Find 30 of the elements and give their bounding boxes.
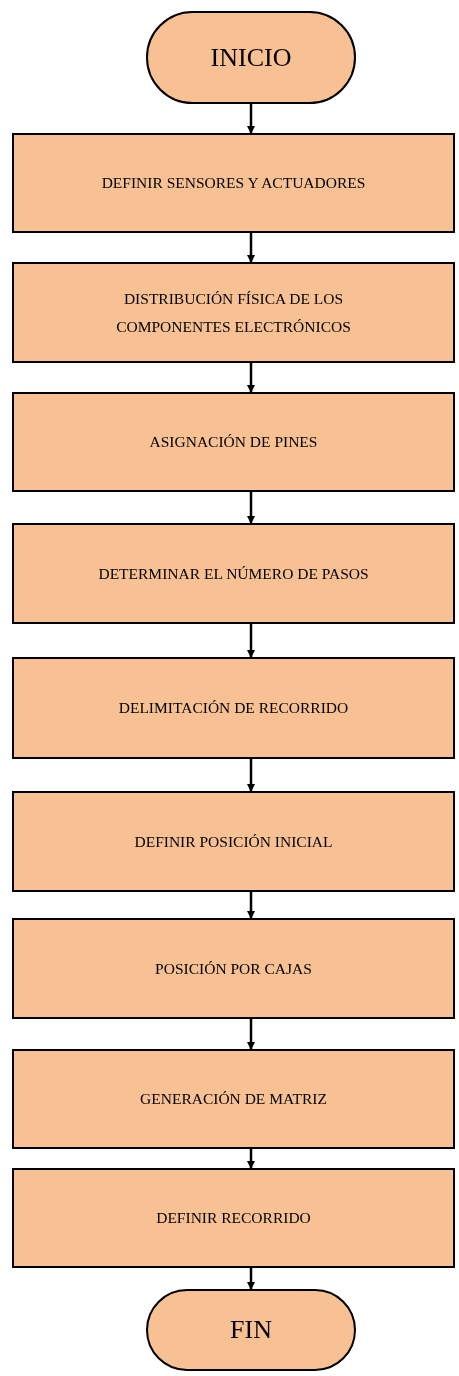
arrow bbox=[247, 1019, 255, 1050]
arrow bbox=[247, 759, 255, 792]
node-text: DETERMINAR EL NÚMERO DE PASOS bbox=[98, 563, 369, 584]
node-text: GENERACIÓN DE MATRIZ bbox=[140, 1089, 327, 1109]
node-text: DELIMITACIÓN DE RECORRIDO bbox=[118, 698, 349, 718]
node-text: INICIO bbox=[210, 41, 292, 74]
node-text: DEFINIR SENSORES Y ACTUADORES bbox=[101, 173, 366, 193]
arrow bbox=[247, 233, 255, 263]
process-box bbox=[12, 262, 455, 363]
process-box bbox=[12, 657, 455, 759]
node-text: POSICIÓN POR CAJAS bbox=[155, 958, 312, 979]
arrow bbox=[247, 363, 255, 393]
process-box bbox=[12, 1049, 455, 1149]
arrow bbox=[247, 892, 255, 919]
node-text: ASIGNACIÓN DE PINES bbox=[149, 432, 318, 452]
node-text: FIN bbox=[230, 1314, 272, 1346]
process-box bbox=[12, 918, 455, 1019]
node-text: DEFINIR RECORRIDO bbox=[156, 1208, 311, 1228]
process-box bbox=[12, 392, 455, 492]
process-box bbox=[12, 1168, 455, 1268]
arrow bbox=[247, 104, 255, 134]
node-text: DEFINIR POSICIÓN INICIAL bbox=[134, 831, 333, 852]
process-box bbox=[12, 133, 455, 233]
arrow bbox=[247, 1149, 255, 1169]
node-text: DISTRIBUCIÓN FÍSICA DE LOS COMPONENTES ELECTRÓNICOS bbox=[115, 288, 352, 337]
process-box bbox=[12, 523, 455, 624]
arrow bbox=[247, 624, 255, 658]
process-box bbox=[12, 791, 455, 892]
arrow bbox=[247, 492, 255, 524]
arrow bbox=[247, 1268, 255, 1290]
